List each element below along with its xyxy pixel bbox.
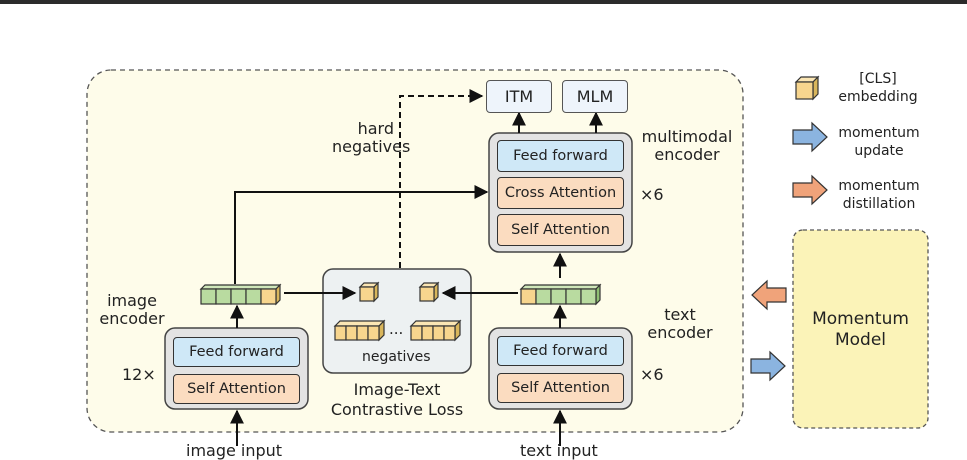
image-input-label: image input [186, 441, 283, 460]
image-self-attention: Self Attention [173, 374, 300, 404]
text-encoder-label: text encoder [647, 305, 713, 342]
contrastive-loss-label: Image-Text Contrastive Loss [330, 380, 464, 419]
momentum-distillation-arrow [751, 279, 787, 311]
legend-cls-icon [794, 75, 820, 101]
multimodal-cross-attention: Cross Attention [497, 177, 624, 209]
text-embedding-tokens [519, 283, 602, 306]
mlm-head: MLM [562, 80, 628, 113]
image-embedding-tokens [199, 283, 282, 306]
arrow-image-to-cross-attention [234, 185, 489, 284]
image-repeat-label: 12× [122, 365, 156, 384]
multimodal-feed-forward: Feed forward [497, 140, 624, 172]
hard-negatives-label: hard negatives [332, 119, 411, 156]
text-input-label: text input [520, 441, 598, 460]
negative-tokens-left [333, 319, 386, 342]
momentum-model-panel [792, 229, 929, 429]
itm-head: ITM [486, 80, 552, 113]
image-feed-forward: Feed forward [173, 337, 300, 367]
ellipsis-label: ... [389, 320, 404, 338]
arrow-hard-negatives [399, 89, 484, 268]
image-cls-cube [358, 281, 380, 303]
legend-momentum-update-label: momentum update [838, 125, 920, 159]
legend-momentum-distillation-icon [792, 174, 828, 206]
legend-momentum-update-icon [792, 121, 828, 153]
image-encoder-label: image encoder [99, 291, 165, 328]
multimodal-encoder-label: multimodal encoder [641, 127, 733, 164]
multimodal-repeat-label: ×6 [640, 185, 664, 204]
multimodal-self-attention: Self Attention [497, 214, 624, 246]
momentum-update-arrow [750, 350, 786, 382]
text-feed-forward: Feed forward [497, 336, 624, 366]
top-bar [0, 0, 967, 4]
negative-tokens-right [409, 319, 462, 342]
legend-momentum-distillation-label: momentum distillation [838, 178, 920, 212]
momentum-model-label: Momentum Model [812, 309, 909, 350]
text-repeat-label: ×6 [640, 365, 664, 384]
text-cls-cube [418, 281, 440, 303]
legend-cls-label: [CLS] embedding [838, 71, 918, 105]
text-self-attention: Self Attention [497, 373, 624, 403]
negatives-label: negatives [362, 349, 431, 365]
